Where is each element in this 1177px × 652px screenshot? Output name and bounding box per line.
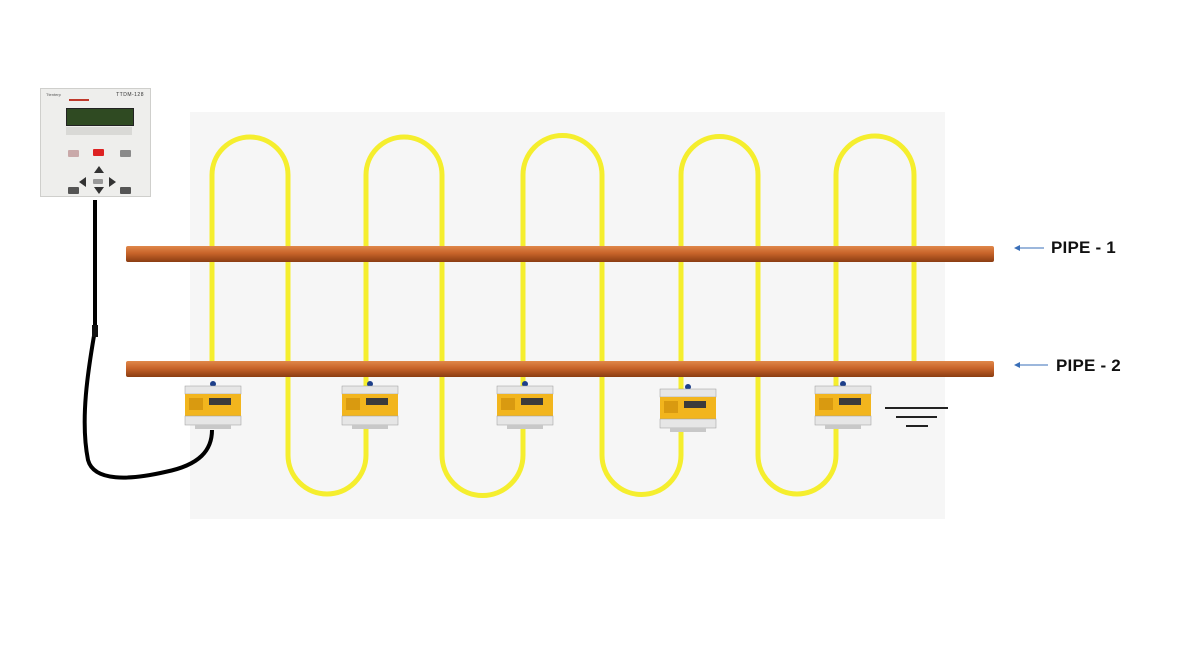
controller-icon-strip: [66, 127, 132, 135]
module-base: [507, 425, 543, 429]
controller-logo: Ttenterp: [46, 92, 61, 97]
brand-stripe: [69, 99, 89, 101]
module-base: [825, 425, 861, 429]
controller-enter-button[interactable]: [120, 187, 131, 194]
module-display: [366, 398, 388, 405]
module-terminal-top: [184, 385, 242, 395]
background-panel: [190, 112, 945, 519]
module-keypad: [346, 398, 360, 410]
sensor-module: [496, 381, 554, 429]
cable-connector: [92, 325, 98, 337]
module-led: [522, 381, 528, 387]
module-keypad: [819, 398, 833, 410]
controller-button-center[interactable]: [93, 149, 104, 156]
sensor-module: [659, 384, 717, 432]
left-arrow-icon[interactable]: [79, 177, 86, 187]
down-arrow-icon[interactable]: [94, 187, 104, 194]
module-terminal-top: [341, 385, 399, 395]
module-base: [670, 428, 706, 432]
module-base: [352, 425, 388, 429]
sensing-cable: [209, 133, 917, 498]
pipe-2-label: PIPE - 2: [1056, 356, 1121, 375]
controller-model-label: TTDM-128: [116, 92, 144, 98]
sensor-module: [814, 381, 872, 429]
module-keypad: [501, 398, 515, 410]
module-terminal-bottom: [659, 418, 717, 429]
module-display: [521, 398, 543, 405]
right-arrow-icon[interactable]: [109, 177, 116, 187]
sensor-module: [341, 381, 399, 429]
arrow-left-icon: [1014, 245, 1044, 251]
module-terminal-top: [496, 385, 554, 395]
controller-button-right[interactable]: [120, 150, 131, 157]
arrow-left-icon: [1014, 362, 1048, 368]
module-terminal-bottom: [184, 415, 242, 426]
module-led: [210, 381, 216, 387]
module-terminal-top: [814, 385, 872, 395]
module-terminal-bottom: [341, 415, 399, 426]
controller-ok-button[interactable]: [93, 179, 103, 184]
module-terminal-bottom: [496, 415, 554, 426]
module-keypad: [189, 398, 203, 410]
pipe-1: [126, 246, 994, 262]
module-keypad: [664, 401, 678, 413]
sensor-module: [184, 381, 242, 429]
up-arrow-icon[interactable]: [94, 166, 104, 173]
module-terminal-top: [659, 388, 717, 398]
controller-button-left[interactable]: [68, 150, 79, 157]
module-led: [840, 381, 846, 387]
module-base: [195, 425, 231, 429]
module-display: [209, 398, 231, 405]
controller-unit: Ttenterp TTDM-128: [40, 88, 151, 197]
module-display: [839, 398, 861, 405]
controller-esc-button[interactable]: [68, 187, 79, 194]
ground-icon: [885, 407, 948, 427]
controller-display: [66, 108, 134, 126]
module-led: [367, 381, 373, 387]
pipe-1-label: PIPE - 1: [1051, 238, 1116, 257]
controller-cable: [82, 200, 214, 480]
module-display: [684, 401, 706, 408]
module-terminal-bottom: [814, 415, 872, 426]
module-led: [685, 384, 691, 390]
pipe-2: [126, 361, 994, 377]
